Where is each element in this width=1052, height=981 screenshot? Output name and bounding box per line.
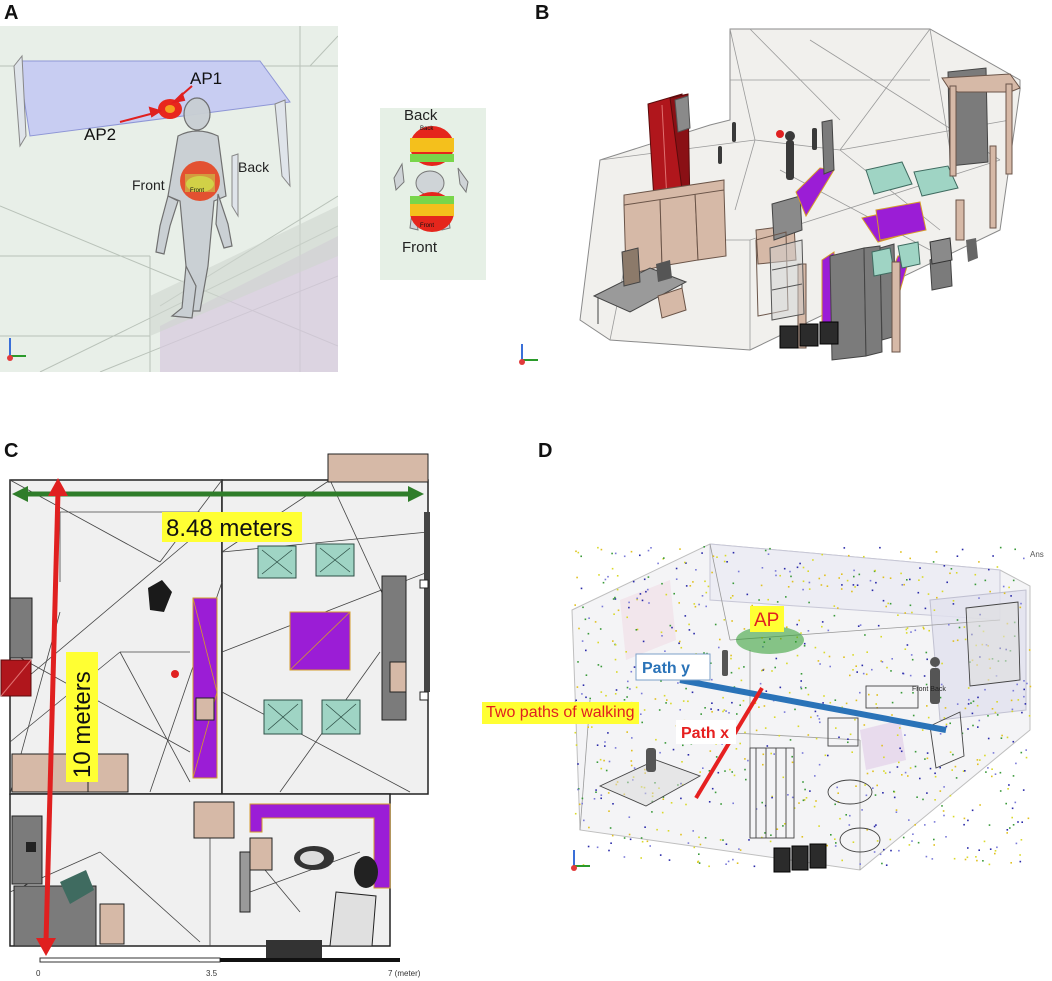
human-figures [718,122,817,180]
width-arrow [12,486,424,502]
path-y-line [679,677,947,733]
simulation-scene: Front Back AP Path y Path x [571,543,1032,873]
panel-letter-a: A [4,2,19,24]
path-x-label: Path x [681,725,729,742]
height-arrow [36,478,68,956]
panel-c: 8.48 meters 10 meters 0 3.5 7 (meter) [0,452,440,981]
ap-marker [776,130,784,138]
shelving [769,239,805,321]
panel-a: Front AP1 AP2 Front Back [0,26,338,372]
human-figures [646,650,940,772]
front-label: Front [132,177,165,193]
panel-letter-c: C [4,440,19,462]
ap2-label: AP2 [84,125,116,144]
brand-label: Ans [1030,550,1044,559]
back-label: Back [238,159,270,175]
panel-letter-d: D [538,440,553,462]
axis-triad-icon [7,338,26,361]
baskets [773,843,827,873]
ap-label: AP [754,610,779,631]
panel-d: Front Back AP Path y Path x [560,530,1052,890]
teal-chairs [865,161,959,277]
body-front-tag: Front [190,188,204,194]
baskets [779,321,839,349]
ceiling-plane [17,60,291,137]
ap1-label: AP1 [190,69,222,88]
scale-tick-0: 0 [36,969,41,978]
ap-marker [171,670,179,678]
panel-a-inset: Back Back Front Front [380,108,486,280]
scale-tick-2: 7 (meter) [388,969,421,978]
height-label: 10 meters [69,671,96,778]
floorplan: 8.48 meters 10 meters 0 3.5 7 (meter) [0,453,430,978]
panel-letter-b: B [535,2,550,24]
width-label: 8.48 meters [166,515,293,542]
scale-bar: 0 3.5 7 (meter) [36,957,421,978]
panel-b [510,20,1052,380]
inset-back-label: Back [404,108,438,124]
inset-front-tag: Front [420,223,434,229]
scale-tick-1: 3.5 [206,969,218,978]
furniture-wireframe [598,601,1021,853]
objects [26,580,378,960]
path-y-label: Path y [642,660,690,677]
panel-b-scene [519,28,1021,365]
axis-triad-icon [571,850,590,871]
inset-antenna-pattern [410,126,454,232]
panel-a-scene: Front AP1 AP2 Front Back [0,26,338,372]
inset-back-tag: Back [420,126,434,132]
human-tag: Front Back [912,686,946,693]
inset-front-label: Front [402,239,438,256]
walking-label: Two paths of walking [482,702,639,724]
axis-triad-icon [519,344,538,365]
